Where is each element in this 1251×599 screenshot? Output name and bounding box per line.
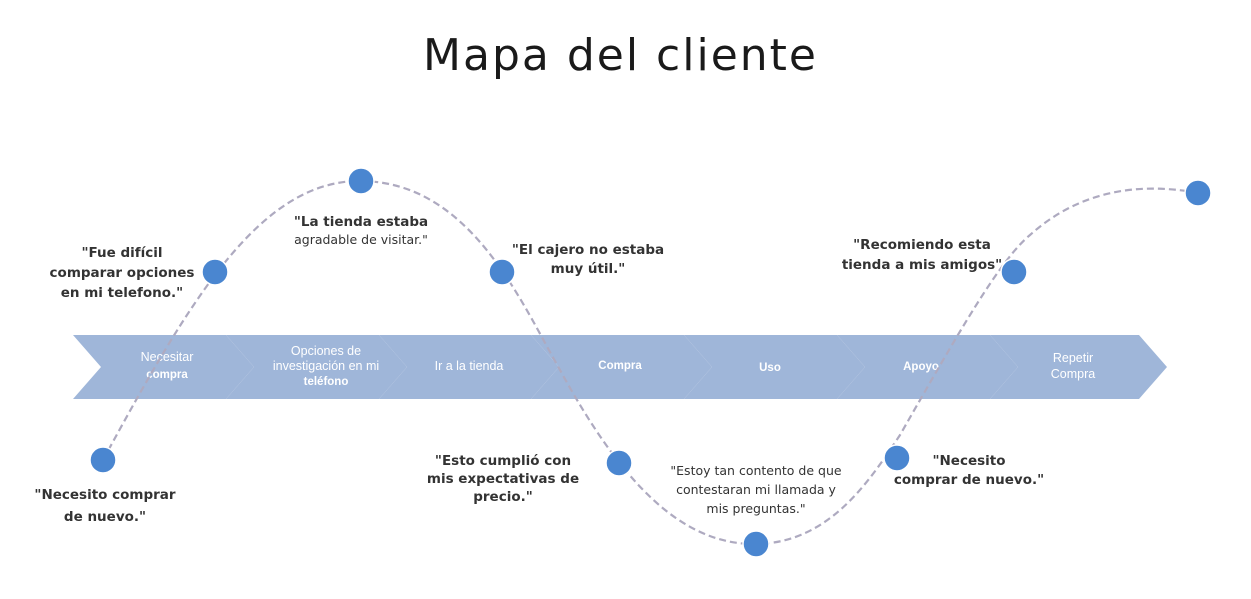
touchpoint-dot [347,167,375,195]
quote-line: tienda a mis amigos" [842,257,1002,273]
quote-line: en mi telefono." [61,285,183,301]
stage-label: Ir a la tienda [435,359,504,373]
stage-label: Uso [759,362,781,374]
quote-necesito-comprar-2: "Necesito comprar de nuevo." [894,453,1044,488]
stage-chevron-uso [684,335,865,399]
stage-label: Necesitar [141,350,194,364]
stage-chevron-necesitar [73,335,254,399]
quote-line: mis preguntas." [706,501,805,516]
quote-line: "Recomiendo esta [853,237,991,253]
quote-line: "Necesito [932,453,1005,469]
stage-labels: Necesitar compra Opciones de investigaci… [141,344,1096,388]
quote-fue-dificil: "Fue difícil comparar opciones en mi tel… [50,245,195,301]
touchpoint-dot [201,258,229,286]
stage-chevron-repetir [990,335,1167,399]
stage-label: teléfono [304,376,349,388]
stage-chevron-apoyo [837,335,1018,399]
journey-curve [102,179,1199,546]
quote-line: mis expectativas de [427,471,579,487]
stage-label: investigación en mi [273,359,379,373]
quote-line: "Estoy tan contento de que [670,463,841,478]
stage-label: Opciones de [291,344,361,358]
touchpoint-dot [89,446,117,474]
quote-recomiendo: "Recomiendo esta tienda a mis amigos" [842,237,1002,273]
quote-line: agradable de visitar." [294,232,428,247]
touchpoint-dot [1000,258,1028,286]
stage-label: Compra [1051,367,1096,381]
touchpoint-dot [605,449,633,477]
quote-line: precio." [473,489,533,505]
quote-line: muy útil." [551,261,626,277]
touchpoint-dot [883,444,911,472]
stage-label: Repetir [1053,351,1093,365]
stage-label: compra [146,369,188,381]
quote-tienda-agradable: "La tienda estaba agradable de visitar." [294,214,428,247]
touchpoint-dot [1184,179,1212,207]
quote-contento: "Estoy tan contento de que contestaran m… [670,463,841,516]
stage-label: Apoyo [903,361,939,373]
quote-line: comparar opciones [50,265,195,281]
quote-line: "Fue difícil [81,245,162,261]
quote-line: "El cajero no estaba [512,242,664,258]
touchpoint-dots [89,167,1212,558]
stage-label: Compra [598,360,642,372]
touchpoint-dot [488,258,516,286]
stage-chevron-opciones [226,335,407,399]
touchpoint-dot [742,530,770,558]
stage-chevron-compra [531,335,712,399]
quote-line: "La tienda estaba [294,214,428,230]
stage-chevron-ir-tienda [379,335,559,399]
quote-line: comprar de nuevo." [894,472,1044,488]
quote-necesito-comprar-1: "Necesito comprar de nuevo." [34,487,176,525]
page-title: Mapa del cliente [423,30,818,81]
quote-expectativas: "Esto cumplió con mis expectativas de pr… [427,453,579,505]
quote-cajero: "El cajero no estaba muy útil." [512,242,664,277]
quote-line: de nuevo." [64,509,146,525]
quote-line: "Esto cumplió con [435,453,571,469]
stage-chevrons [73,335,1167,399]
quote-line: "Necesito comprar [34,487,176,503]
quote-line: contestaran mi llamada y [676,482,836,497]
